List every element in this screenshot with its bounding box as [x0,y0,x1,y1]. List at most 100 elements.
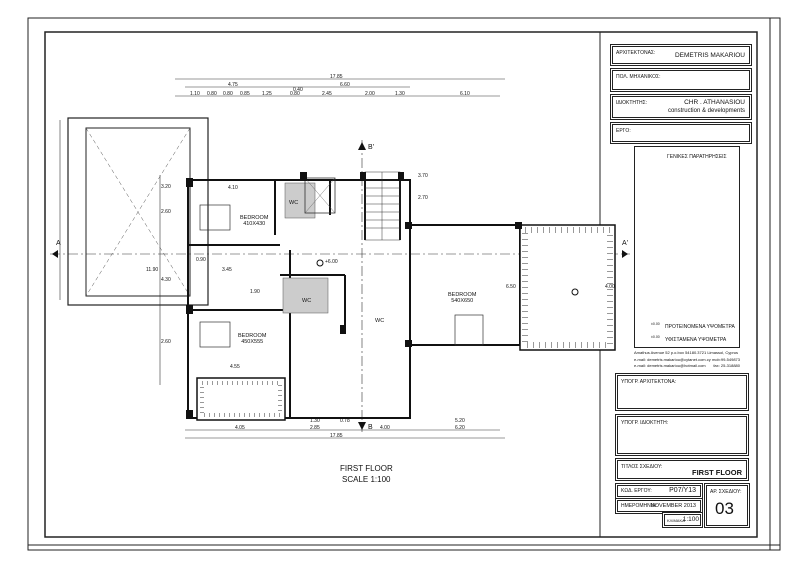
section-arrow-icon [52,250,58,258]
section-label: B [368,424,373,431]
label: ΕΡΓΟ: [616,128,631,134]
dim: 3.45 [222,267,232,273]
dim: 6.10 [460,91,470,97]
dim: 0.40 [293,87,303,93]
level-marker-icon [571,288,579,296]
project-box: ΕΡΓΟ: [612,124,750,142]
label: ΗΜΕΡΟΜΗΝΙΑ: [621,503,657,509]
developer-box: ΙΔΙΟΚΤΗΤΗΣ: CHR . ATHANASIOU constructio… [612,96,750,118]
dim: 1.30 [395,91,405,97]
dim: 2.85 [310,425,320,431]
dim: 1.90 [250,289,260,295]
dim: 4.55 [230,364,240,370]
legend-existing: ΥΦΙΣΤΑΜΕΝΑ ΥΨΟΜΕΤΡΑ [665,337,727,343]
room-size: 540X650 [451,298,474,305]
legend-value: ±0.00 [651,322,660,326]
plan-scale: SCALE 1:100 [342,475,391,484]
room-name: BEDROOM [238,333,267,339]
drawing-number-box: ΑΡ. ΣΧΕΔΙΟΥ: 03 [706,485,748,526]
architect-signature-box: ΥΠΟΓΡ. ΑΡΧΙΤΕΚΤΟΝΑ: [617,375,747,409]
section-label: A' [622,240,629,247]
dim: 0.80 [207,91,217,97]
contact-email: e-mail: demetris.makariou@cytanet.com.cy [634,356,711,362]
dim: 1.30 [310,418,320,424]
room-label-wc: WC [289,200,299,206]
architect-name: DEMETRIS MAKARIOU [674,52,745,59]
architect-box: ΑΡΧΙΤΕΚΤΟΝΑΣ: DEMETRIS MAKARIOU [612,46,750,64]
room-name: BEDROOM [448,292,477,298]
project-code-box: ΚΩΔ. ΕΡΓΟΥ: P07/Y13 [617,485,701,497]
dim: 4.75 [228,82,238,88]
room-label-wc: WC [302,298,312,304]
dim: 4.10 [228,185,238,191]
dim: 4.00 [380,425,390,431]
label: ΑΡ. ΣΧΕΔΙΟΥ: [710,489,742,495]
dim: 3.20 [161,184,171,190]
plan-title: FIRST FLOOR [340,464,393,473]
section-arrow-icon [358,142,366,150]
terrace-right [519,224,616,351]
dim: 1.10 [190,91,200,97]
label: ΙΔΙΟΚΤΗΤΗΣ: [616,100,648,106]
dim: 2.60 [161,339,171,345]
label: ΚΩΔ. ΕΡΓΟΥ: [621,488,652,494]
columns [186,172,522,419]
beds [199,204,484,348]
dim: 2.60 [161,209,171,215]
scale: 1:100 [682,516,699,523]
balcony-bottom [196,377,286,421]
dim: 4.30 [161,277,171,283]
project-code: P07/Y13 [669,487,696,494]
level-value: +6.00 [325,259,338,265]
wc-tiles [282,177,336,314]
legend-value: ±0.00 [651,335,660,339]
dim: 0.85 [240,91,250,97]
contact-address: Amathus Avenue 52 p.o.box 54180.3721 Lim… [634,350,738,355]
room-name: BEDROOM [240,215,269,221]
dim: 6.50 [506,284,516,290]
developer-name: CHR . ATHANASIOU [684,99,745,106]
dim-total-bottom: 17.85 [330,433,343,439]
dim: 2.70 [418,195,428,201]
dim: 4.05 [235,425,245,431]
date-box: ΗΜΕΡΟΜΗΝΙΑ: NOVEMBER 2013 [617,500,701,512]
dim: 6.20 [455,425,465,431]
dim: 6.60 [340,82,350,88]
label: ΥΠΟΓΡ. ΑΡΧΙΤΕΚΤΟΝΑ: [621,379,677,385]
drawing-border [44,31,758,538]
section-arrow-icon [622,250,628,258]
section-label: B' [368,144,375,151]
section-label: A [56,240,61,247]
dim: 5.20 [455,418,465,424]
label: ΥΠΟΓΡ. ΙΔΙΟΚΤΗΤΗ: [621,420,669,426]
label: ΑΡΧΙΤΕΚΤΟΝΑΣ: [616,50,656,56]
dim: 1.25 [262,91,272,97]
owner-signature-box: ΥΠΟΓΡ. ΙΔΙΟΚΤΗΤΗ: [617,416,747,454]
room-label-wc: WC [375,318,385,324]
staircase [364,171,401,241]
dim: 0.90 [196,257,206,263]
dim-total-top: 17.85 [330,74,343,80]
developer-subtitle: construction & developments [667,108,745,114]
scale-box: ΚΛΙΜΑΚΑ 1:100 [664,514,701,526]
contact-fax: fax: 25-318880 [713,363,740,368]
notes-box: ΓΕΝΙΚΕΣ ΠΑΡΑΤΗΡΗΣΕΙΣ ±0.00 ΠΡΟΤΕΙΝΟΜΕΝΑ … [634,146,740,348]
drawing-number: 03 [715,499,734,518]
dim: 0.80 [290,91,300,97]
date: NOVEMBER 2013 [650,503,696,509]
dim: 0.78 [340,418,350,424]
dim: 2.00 [365,91,375,97]
contact-email: e-mail: demetris.makariou@hotmail.com [634,363,706,368]
legend-proposed: ΠΡΟΤΕΙΝΟΜΕΝΑ ΥΨΟΜΕΤΡΑ [665,324,735,330]
room-size: 450X555 [241,339,264,346]
outer-frame [27,17,781,551]
contact-mobile: mob:99-549873 [711,356,740,362]
civil-engineer-box: ΠΟΛ. ΜΗΧΑΝΙΚΟΣ: [612,70,750,90]
dim: 0.80 [223,91,233,97]
room-size: 410X430 [243,221,266,228]
label: ΚΛΙΜΑΚΑ [667,518,685,523]
